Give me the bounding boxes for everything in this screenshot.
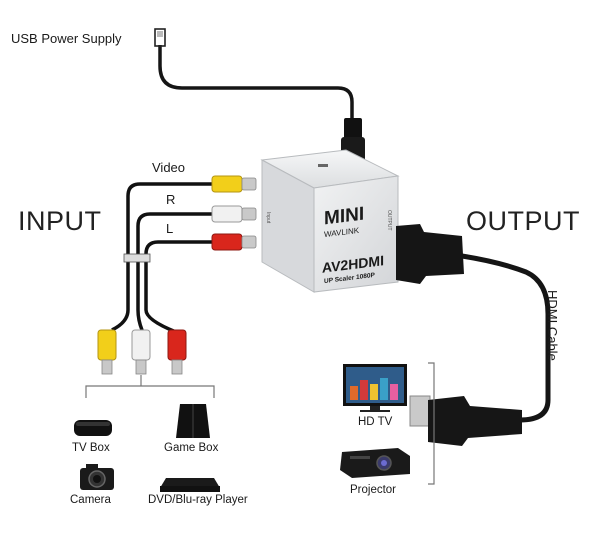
input-label: INPUT <box>18 206 102 236</box>
device-label-tv-box: TV Box <box>72 442 110 454</box>
converter-box <box>260 149 400 293</box>
projector-icon <box>340 448 410 478</box>
video-label: Video <box>152 160 186 175</box>
output-bracket <box>428 362 435 485</box>
device-label-dvd-player: DVD/Blu-ray Player <box>148 494 248 506</box>
device-label-game-box: Game Box <box>164 442 219 454</box>
left-audio-label: L <box>166 221 174 236</box>
tv-icon <box>343 364 407 412</box>
input-bracket <box>85 375 215 398</box>
usb-power-supply-label: USB Power Supply <box>11 31 122 46</box>
right-audio-label: R <box>166 192 176 207</box>
device-label-hd-tv: HD TV <box>358 416 393 428</box>
hdmi-cable <box>396 224 551 446</box>
device-label-camera: Camera <box>70 494 111 506</box>
box-side-output: OUTPUT <box>386 210 392 231</box>
output-label: OUTPUT <box>466 206 580 236</box>
game-box-icon <box>176 404 210 438</box>
rca-cables <box>97 175 257 375</box>
camera-icon <box>80 464 114 490</box>
tv-box-icon <box>74 420 112 436</box>
box-side-input: Input <box>265 212 271 224</box>
device-label-projector: Projector <box>350 484 397 496</box>
dvd-player-icon <box>160 478 220 492</box>
hdmi-cable-label: HDMI Cable <box>545 290 560 361</box>
